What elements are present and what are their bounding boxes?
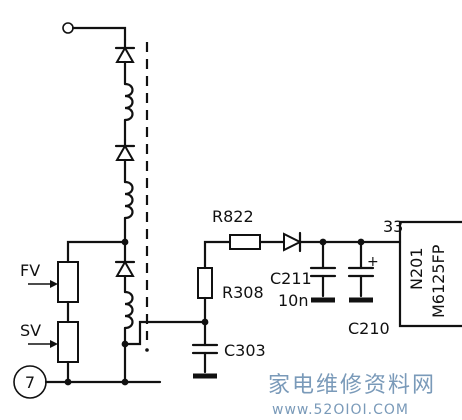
- label-c211-value: 10n: [278, 291, 309, 310]
- diode-3: [114, 259, 136, 294]
- capacitor-c303: [191, 320, 219, 379]
- top-terminal: [62, 22, 127, 42]
- label-sv: SV: [20, 321, 41, 340]
- flyback-winding: [114, 38, 136, 386]
- label-r308: R308: [222, 283, 264, 302]
- ic-n201: [398, 220, 462, 328]
- diode-1: [114, 38, 136, 86]
- diode-d: [283, 231, 303, 253]
- label-r822: R822: [212, 207, 254, 226]
- label-c210: C210: [348, 319, 390, 338]
- resistor-r308: [197, 240, 232, 324]
- resistor-r822: [229, 234, 286, 250]
- coil-1: [123, 82, 134, 142]
- capacitor-c210: [347, 240, 375, 303]
- abl-network: [123, 234, 286, 379]
- coil-2: [123, 180, 134, 264]
- label-fv: FV: [20, 261, 40, 280]
- watermark-url: www.52OIOI.COM: [272, 402, 409, 418]
- label-ic-part: M6125FP: [429, 244, 448, 318]
- label-c210-polarity: +: [367, 254, 379, 270]
- label-c303: C303: [224, 341, 266, 360]
- diode-2: [114, 138, 136, 184]
- ground-bus: [13, 365, 162, 399]
- transformer-core: [145, 42, 149, 352]
- label-terminal-7: 7: [25, 373, 35, 392]
- label-ic-ref: N201: [407, 247, 426, 290]
- capacitor-c211: [309, 240, 337, 303]
- signal-path: [283, 231, 402, 303]
- focus-screen-divider: [28, 240, 127, 386]
- label-c211: C211: [270, 269, 312, 288]
- watermark-title: 家电维修资料网: [268, 373, 436, 398]
- coil-3: [123, 290, 134, 384]
- label-pin-33: 33: [383, 217, 403, 236]
